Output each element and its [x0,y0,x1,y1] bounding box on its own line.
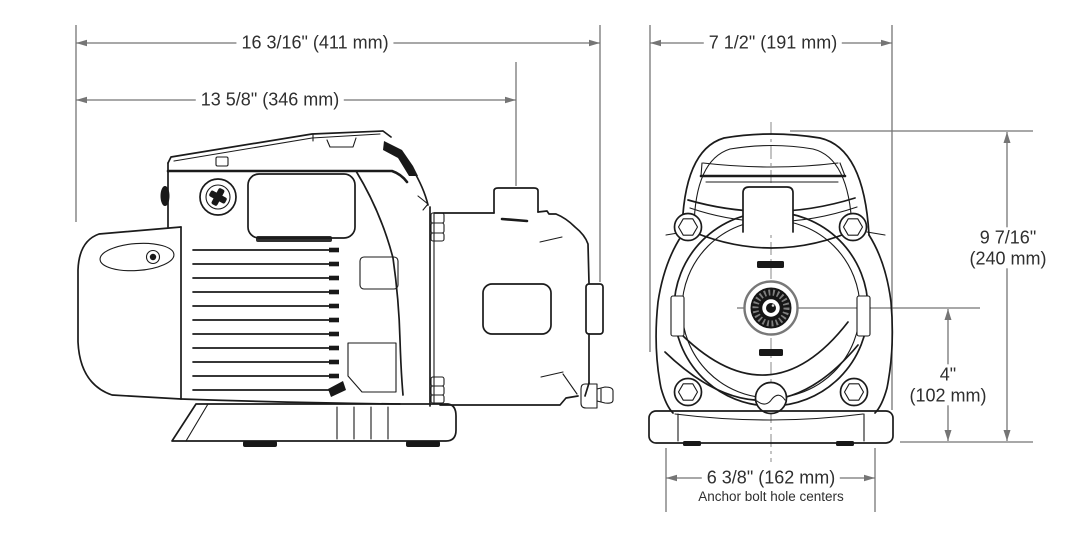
dim-overall-length-label: 16 3/16" (411 mm) [236,32,394,54]
front-view-drawing [648,122,894,462]
pump-base-front [648,410,894,446]
dim-overall-width-label: 7 1/2" (191 mm) [703,32,843,54]
dim-overall-height-label: 9 7/16" (240 mm) [964,227,1052,269]
casing-bolt-bottom-left [673,377,703,407]
dim-anchor-bolt-spacing-label: 6 3/8" (162 mm) [701,467,841,489]
casing-bolt-top-right [838,212,868,242]
face-marking-bottom [759,349,783,356]
front-body-outline [655,234,894,414]
face-marking-top [757,261,784,268]
discharge-port-flange [585,283,604,335]
pump-bracket [347,167,445,407]
motor-top-cover [166,130,418,184]
flange-bolts-bottom [430,376,445,404]
drain-boss-front [754,381,788,415]
side-view-drawing [77,130,614,447]
pump-base-side [171,403,457,447]
dim-overall-height-mm: (240 mm) [969,248,1047,268]
motor-body [160,171,401,405]
motor-end-cap [77,226,182,400]
dim-port-center-height-mm: (102 mm) [909,385,987,405]
top-tab [742,186,794,233]
bracket-curve [683,227,860,249]
pump-casing [433,187,614,409]
dim-port-center-height-inches: 4" [939,364,957,385]
casing-bolt-top-left [673,212,703,242]
dim-overall-height-inches: 9 7/16" [979,227,1037,248]
anchor-bolt-note: Anchor bolt hole centers [695,489,847,505]
nameplate [482,283,552,335]
cover-screw [199,178,237,216]
shaft-hub [743,280,799,336]
casing-bolt-bottom-right [839,377,869,407]
flange-bolts-top [430,212,445,242]
dim-body-length-label: 13 5/8" (346 mm) [195,89,345,111]
dim-port-center-height-label: 4" (102 mm) [904,364,992,406]
drain-plug-side [580,383,614,409]
motor-cooling-fins [192,247,346,397]
